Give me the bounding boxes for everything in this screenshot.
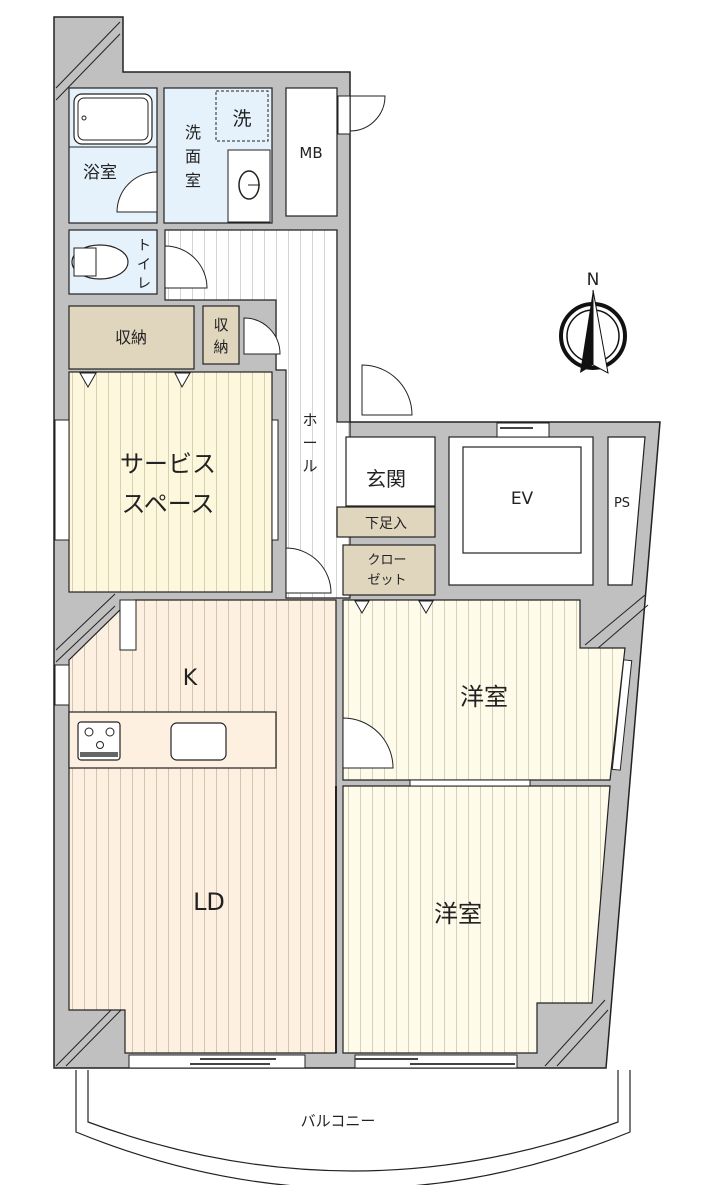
bathroom: 浴室 (68, 87, 158, 224)
room-label-western-room-1: 洋室 (460, 683, 508, 711)
storage: 収納 収 納 (68, 305, 281, 370)
room-label-ld: LD (193, 888, 225, 916)
balcony-windows (128, 1054, 518, 1069)
western-room-2: 洋室 (335, 779, 611, 1054)
room-label-washroom-3: 室 (185, 171, 201, 190)
toilet: ト イ レ (68, 229, 208, 295)
room-label-balcony: バルコニー (301, 1112, 376, 1130)
western-room-1: 洋室 (342, 599, 633, 781)
meter-box: MB (285, 87, 386, 217)
room-label-storage: 収納 (115, 328, 147, 347)
room-label-hall-3: ル (302, 457, 317, 475)
room-label-kitchen: K (183, 666, 198, 691)
room-label-washroom-2: 面 (185, 147, 201, 166)
column-hatching (55, 21, 649, 1067)
room-label-closet-2: ゼット (367, 573, 406, 588)
room-label-service-space-1: サービス (120, 450, 216, 478)
washroom: 洗 洗 面 室 (163, 87, 273, 224)
room-label-toilet-3: レ (137, 276, 151, 292)
north-arrow-icon: N (559, 270, 627, 374)
entrance: 玄関 下足入 クロー ゼット (336, 436, 436, 596)
compass-north-label: N (587, 270, 600, 290)
room-label-western-room-2: 洋室 (434, 900, 482, 928)
washer-label: 洗 (232, 108, 251, 130)
room-label-mb: MB (299, 144, 322, 162)
room-label-shoe-storage: 下足入 (365, 516, 407, 532)
room-label-washroom-1: 洗 (185, 123, 201, 142)
pipe-space: PS (607, 436, 646, 586)
room-label-ps: PS (614, 496, 630, 511)
room-label-closet-1: クロー (367, 553, 406, 568)
room-label-hall-2: ー (302, 434, 317, 452)
living-dining-kitchen: K LD (54, 599, 337, 1054)
room-label-ev: EV (511, 489, 534, 509)
room-label-toilet-1: ト (137, 238, 151, 254)
room-label-storage-small-1: 収 (213, 316, 228, 334)
room-label-toilet-2: イ (137, 257, 151, 273)
balcony: バルコニー (75, 1070, 631, 1185)
room-label-hall-1: ホ (302, 411, 317, 429)
room-label-service-space-2: スペース (121, 490, 214, 518)
room-label-bathroom: 浴室 (83, 163, 117, 183)
room-label-entrance: 玄関 (366, 467, 406, 491)
service-space: サービス スペース (54, 371, 279, 593)
elevator: EV (448, 422, 594, 586)
room-label-storage-small-2: 納 (213, 338, 228, 356)
hall: ホ ー ル (164, 229, 413, 599)
